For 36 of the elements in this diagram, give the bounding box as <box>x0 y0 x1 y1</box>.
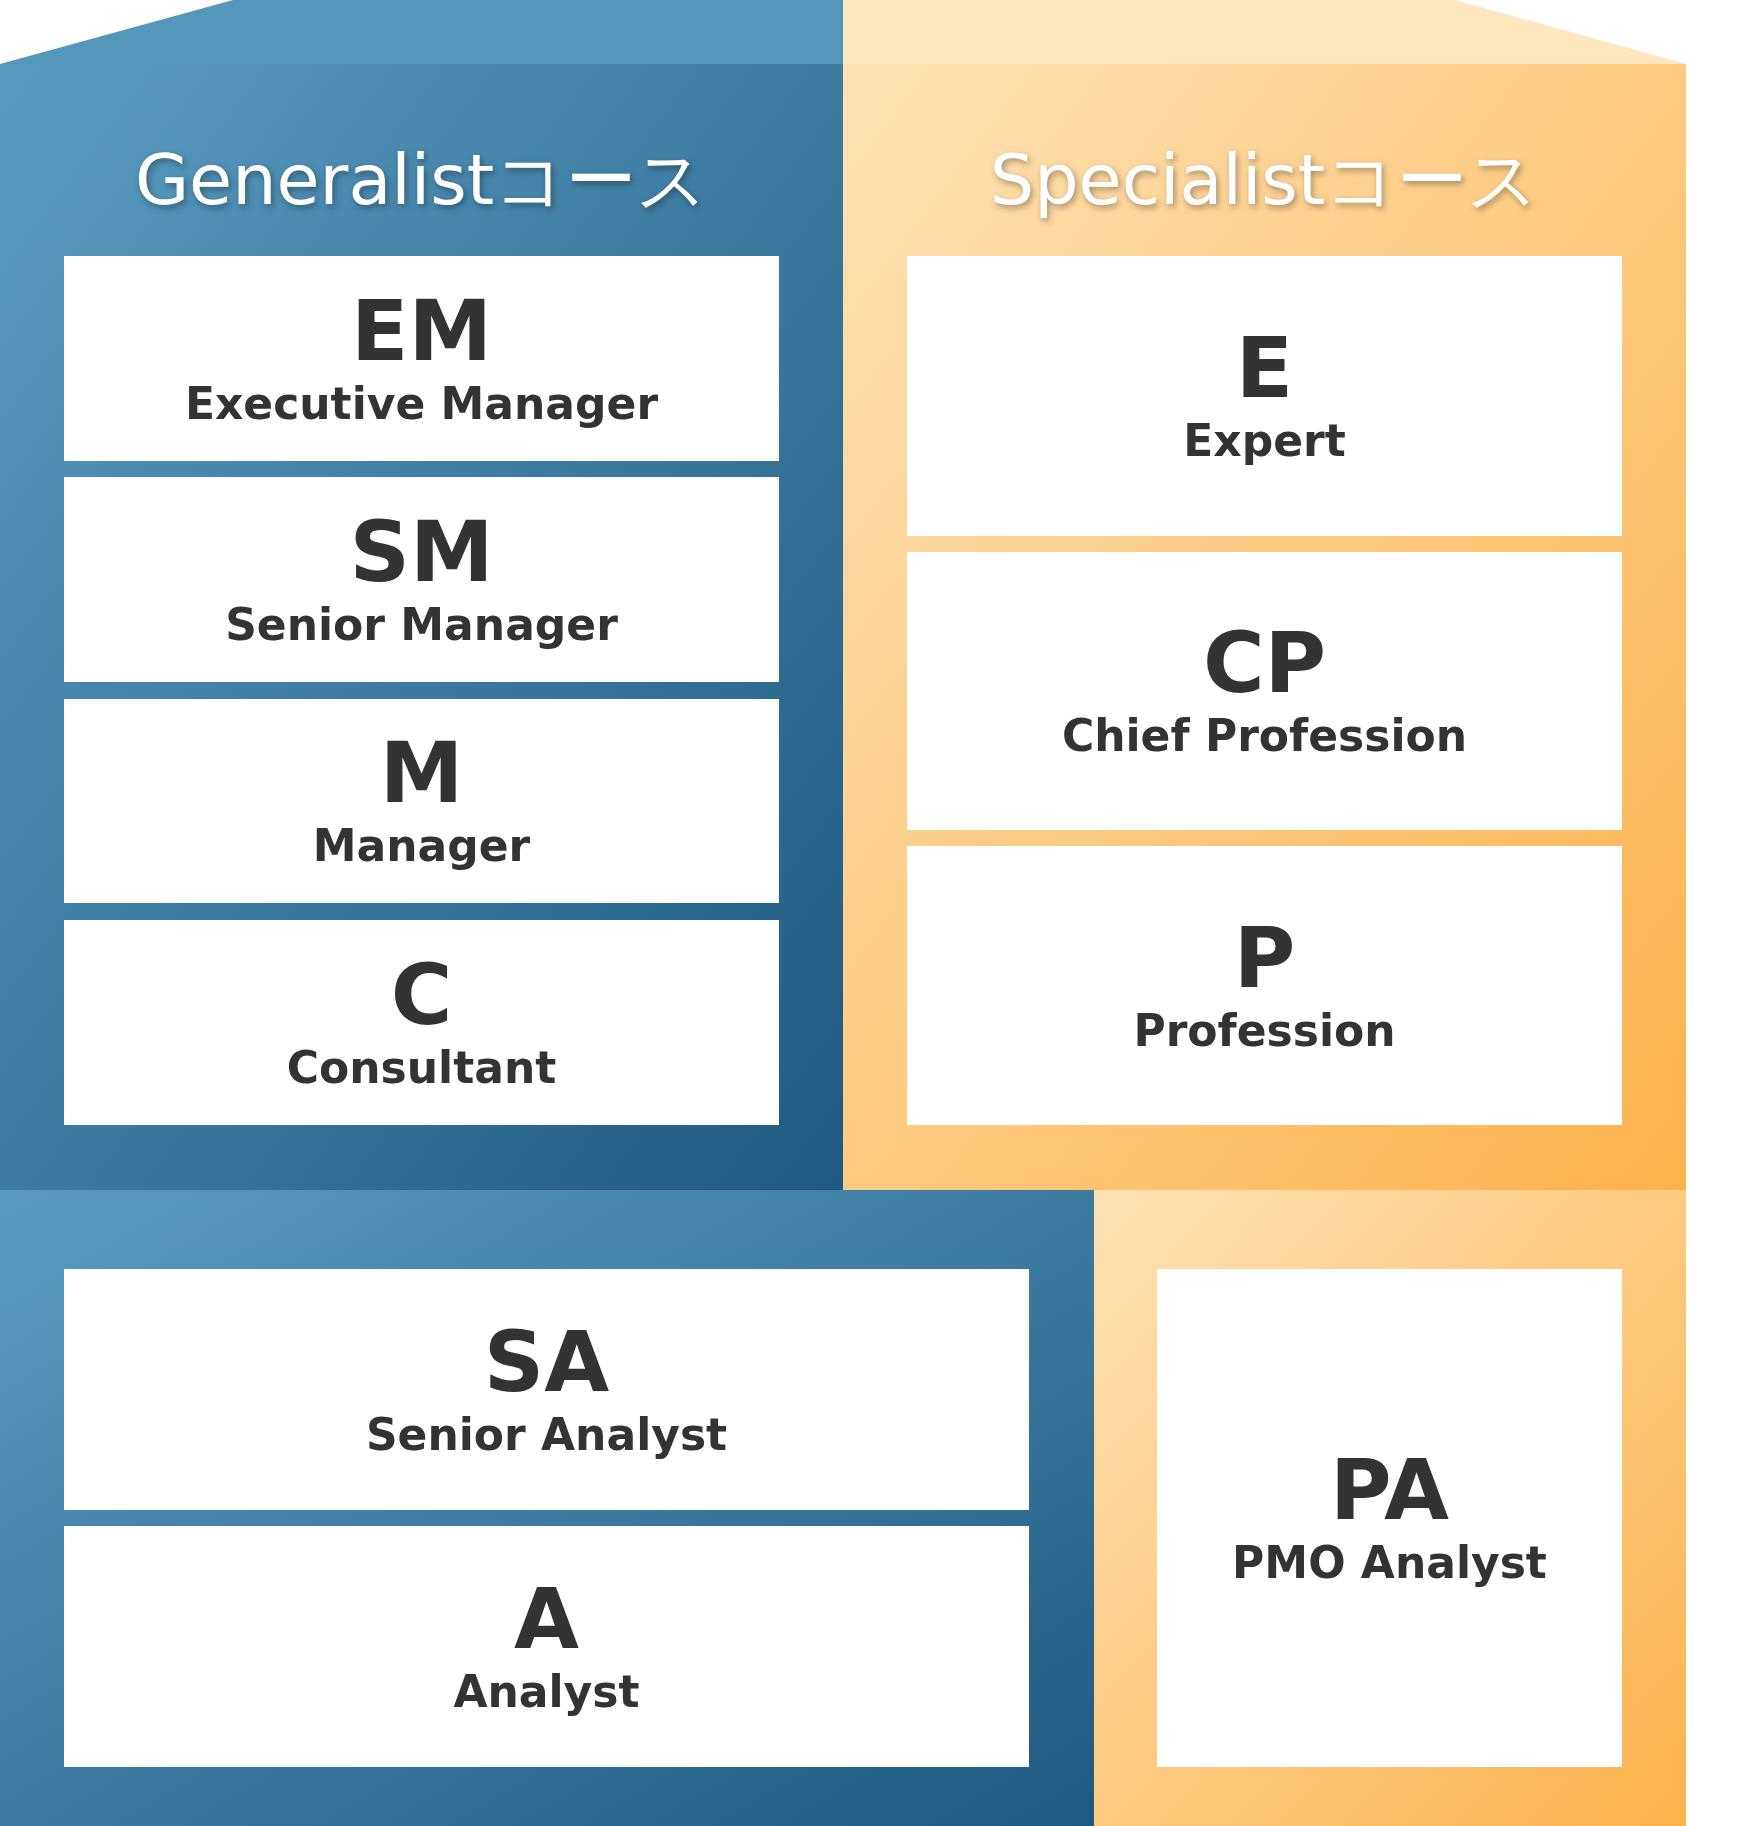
grade-code: EM <box>351 287 492 374</box>
grade-name: PMO Analyst <box>1232 1537 1547 1589</box>
grade-name: Expert <box>1183 415 1346 467</box>
grade-name: Consultant <box>286 1041 557 1094</box>
grade-name: Chief Profession <box>1061 710 1468 762</box>
grade-box <box>1157 1269 1622 1767</box>
grade-code: SA <box>483 1318 610 1405</box>
grade-name: Manager <box>312 820 531 872</box>
course-panel <box>0 0 843 1190</box>
grade-name: Executive Manager <box>184 377 659 430</box>
panel-title: Specialistコース <box>988 138 1541 223</box>
grade-code: PA <box>1330 1447 1449 1533</box>
grade-code: P <box>1233 914 1296 1001</box>
grade-code: E <box>1235 325 1294 411</box>
panel-title: Generalistコース <box>133 138 710 223</box>
grade-code: M <box>379 730 464 816</box>
grade-box <box>907 552 1622 830</box>
grade-box <box>907 846 1622 1125</box>
grade-box <box>64 1269 1029 1510</box>
grade-code: SM <box>349 508 494 595</box>
grade-box <box>907 256 1622 536</box>
grade-box <box>64 256 779 461</box>
course-band <box>1094 1190 1686 1826</box>
course-panel <box>843 0 1686 1190</box>
grade-name: Senior Analyst <box>365 1408 728 1461</box>
grade-box <box>64 920 779 1125</box>
grade-name: Analyst <box>453 1665 640 1718</box>
grade-box <box>64 1526 1029 1767</box>
grade-box <box>64 477 779 682</box>
grade-code: C <box>390 951 453 1038</box>
course-band <box>0 1190 1094 1826</box>
grade-name: Profession <box>1133 1004 1396 1057</box>
grade-code: A <box>514 1575 579 1662</box>
grade-box <box>64 699 779 903</box>
grade-code: CP <box>1202 620 1327 706</box>
grade-name: Senior Manager <box>225 598 618 651</box>
